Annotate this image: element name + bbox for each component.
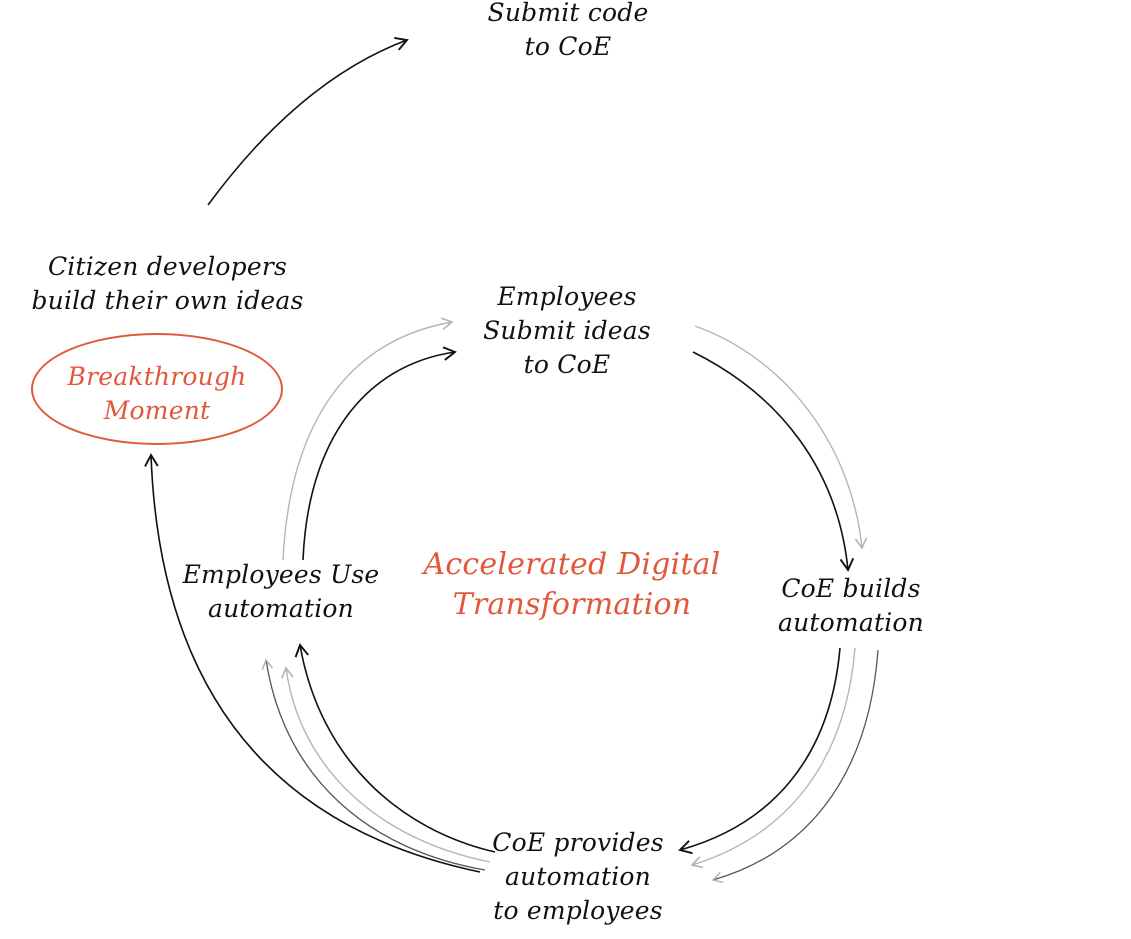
node-employees-use-line-2: automation	[208, 594, 354, 623]
arrow-provides-to-use-faint-2	[261, 658, 486, 871]
arrow-builds-to-provides	[678, 647, 841, 855]
node-coe-provides-automation: CoE provides automation to employees	[474, 826, 682, 928]
node-employees-submit-line-2: Submit ideas	[483, 316, 651, 345]
node-employees-submit-line-3: to CoE	[523, 350, 611, 379]
arrow-builds-to-provides-faint-2	[711, 649, 879, 884]
node-breakthrough-line-1: Breakthrough	[67, 362, 247, 391]
node-coe-provides-line-1: CoE provides	[492, 828, 664, 857]
node-employees-use-line-1: Employees Use	[182, 560, 380, 589]
center-title-line-1: Accelerated Digital	[423, 547, 721, 582]
arrow-provides-to-use	[294, 643, 496, 853]
node-coe-builds-line-1: CoE builds	[781, 574, 921, 603]
node-breakthrough-moment: Breakthrough Moment	[41, 360, 273, 428]
arrow-submit-to-builds-faint	[694, 325, 868, 550]
node-submit-code: Submit code to CoE	[468, 0, 668, 64]
arrow-builds-to-provides-faint-1	[690, 647, 856, 869]
node-breakthrough-line-2: Moment	[103, 396, 211, 425]
node-employees-use-automation: Employees Use automation	[170, 558, 392, 626]
center-title: Accelerated Digital Transformation	[412, 545, 732, 625]
breakthrough-ellipse	[31, 333, 283, 445]
arrow-citizen-to-submit-code	[207, 36, 409, 206]
center-title-line-2: Transformation	[452, 587, 692, 622]
arrow-submit-to-builds	[692, 351, 855, 572]
node-coe-provides-line-2: automation	[505, 862, 651, 891]
node-submit-code-line-2: to CoE	[524, 32, 612, 61]
node-citizen-developers: Citizen developers build their own ideas	[20, 250, 315, 318]
node-coe-provides-line-3: to employees	[493, 896, 663, 925]
node-employees-submit-line-1: Employees	[497, 282, 637, 311]
node-submit-code-line-1: Submit code	[487, 0, 649, 27]
node-coe-builds-automation: CoE builds automation	[760, 572, 942, 640]
node-coe-builds-line-2: automation	[778, 608, 924, 637]
node-employees-submit-ideas: Employees Submit ideas to CoE	[462, 280, 672, 382]
arrow-use-to-submit	[302, 346, 457, 561]
node-citizen-developers-line-2: build their own ideas	[31, 286, 304, 315]
arrow-provides-to-breakthrough	[144, 453, 481, 873]
node-citizen-developers-line-1: Citizen developers	[47, 252, 288, 281]
arrow-provides-to-use-faint-1	[281, 666, 491, 863]
arrow-use-to-submit-faint	[282, 317, 454, 561]
